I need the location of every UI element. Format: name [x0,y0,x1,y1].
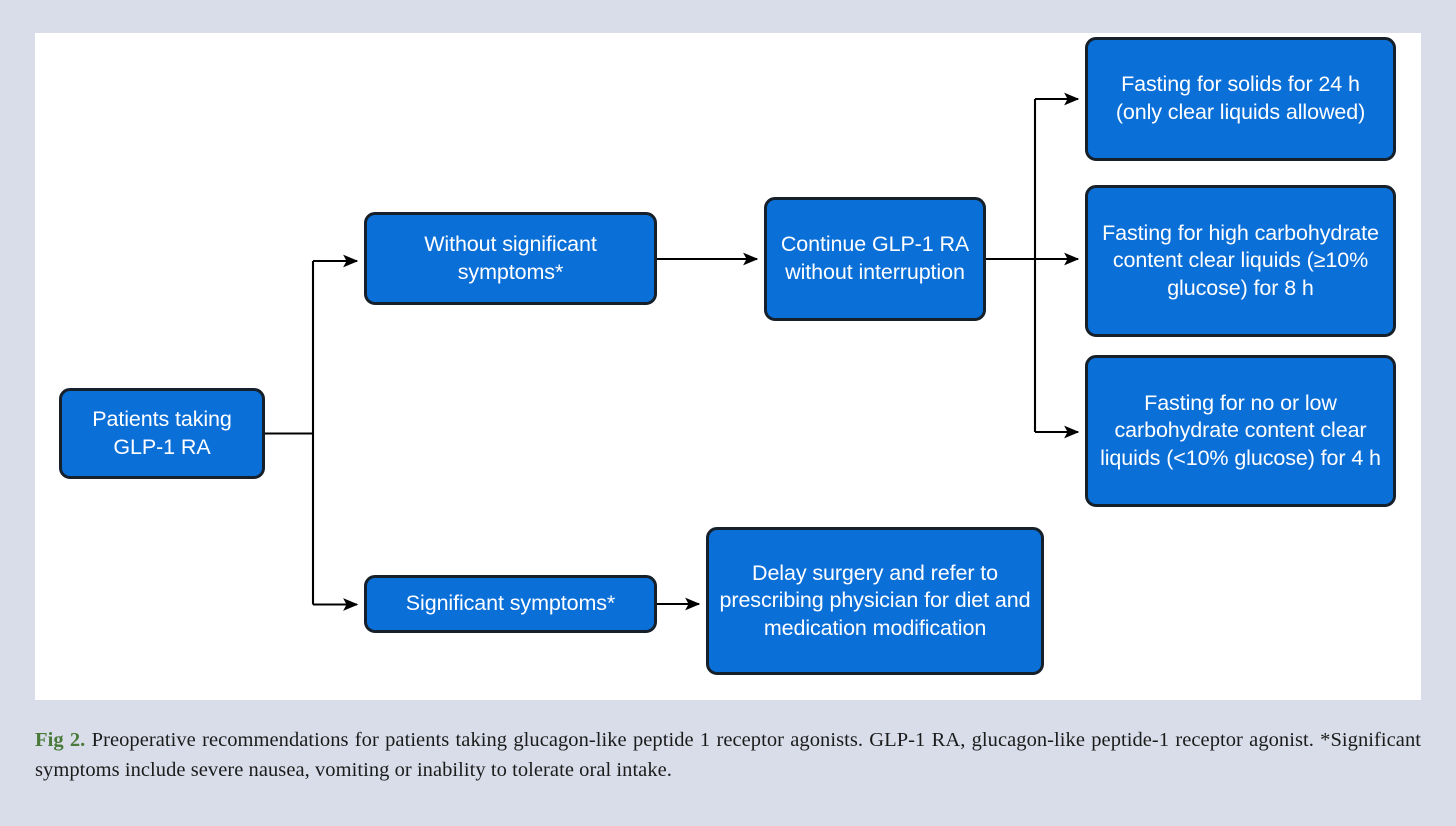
node-fasting-low-carbohydrate-4h[interactable]: Fasting for no or low carbohydrate conte… [1085,355,1396,507]
node-label: Delay surgery and refer to prescribing p… [719,560,1031,640]
node-label: Without significant symptoms* [424,231,597,284]
node-delay-surgery[interactable]: Delay surgery and refer to prescribing p… [706,527,1044,675]
node-patients-taking-glp1[interactable]: Patients taking GLP-1 RA [59,388,265,479]
node-fasting-high-carbohydrate-8h[interactable]: Fasting for high carbohydrate content cl… [1085,185,1396,337]
node-label: Patients taking GLP-1 RA [92,406,232,459]
node-without-significant-symptoms[interactable]: Without significant symptoms* [364,212,657,305]
node-label: Fasting for high carbohydrate content cl… [1102,220,1379,300]
node-label: Significant symptoms* [405,591,616,616]
figure-caption-text: Preoperative recommendations for patient… [35,729,1421,781]
flowchart: Patients taking GLP-1 RA Without signifi… [35,33,1421,700]
node-significant-symptoms[interactable]: Significant symptoms* [364,575,657,633]
node-continue-glp1-ra[interactable]: Continue GLP-1 RA without interruption [764,197,986,321]
node-fasting-solids-24h[interactable]: Fasting for solids for 24 h (only clear … [1085,37,1396,161]
figure-number-label: Fig 2. [35,729,86,751]
node-label: Fasting for no or low carbohydrate conte… [1100,390,1381,470]
node-label: Continue GLP-1 RA without interruption [780,232,970,284]
figure-caption: Fig 2. Preoperative recommendations for … [35,726,1421,785]
flowchart-connectors [265,92,1080,611]
figure-panel: Patients taking GLP-1 RA Without signifi… [35,33,1421,700]
node-label: Fasting for solids for 24 h (only clear … [1115,72,1366,124]
